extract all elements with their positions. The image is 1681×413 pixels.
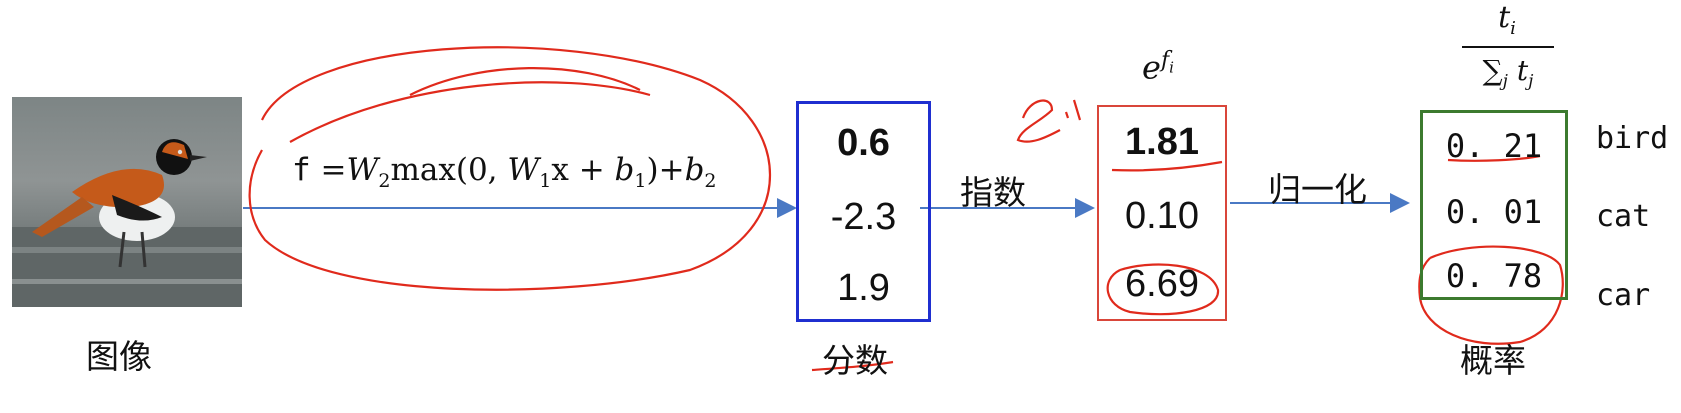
class-label: cat xyxy=(1596,199,1651,234)
exp-value: 1.81 xyxy=(1125,121,1199,163)
prob-value: 0. 21 xyxy=(1445,127,1543,165)
prob-header-tj-sub: j xyxy=(1528,71,1534,92)
formula-w1-sub: 1 xyxy=(539,170,552,193)
scores-label: 分数 xyxy=(822,341,888,380)
formula-w2-sub: 2 xyxy=(378,170,391,193)
exp-header-sub: i xyxy=(1169,58,1174,77)
exp-arrow-label: 指数 xyxy=(960,173,1026,212)
class-label: car xyxy=(1596,278,1651,313)
prob-header-sum: ∑ xyxy=(1482,54,1503,87)
formula-b1: b xyxy=(614,152,635,188)
bird-illustration xyxy=(12,139,242,307)
formula-b1-sub: 1 xyxy=(634,170,647,193)
exp-header-base: e xyxy=(1142,48,1161,87)
prob-value: 0. 78 xyxy=(1445,257,1543,295)
prob-value-underline xyxy=(1447,154,1541,162)
prob-header-i: i xyxy=(1510,18,1516,39)
score-value: -2.3 xyxy=(830,196,897,238)
exp-header-sup: f xyxy=(1160,48,1170,73)
handwritten-annotations xyxy=(248,46,1564,372)
formula-max: max(0, xyxy=(390,152,498,188)
bird-image xyxy=(12,97,242,307)
exp-value: 0.10 xyxy=(1125,195,1199,237)
score-label-underline xyxy=(811,360,894,372)
exp-value-underline xyxy=(1111,160,1223,172)
prob-value: 0. 01 xyxy=(1445,193,1543,231)
formula-w1: W xyxy=(507,152,540,188)
prob-header-numerator: ti xyxy=(1462,0,1552,39)
image-label: 图像 xyxy=(86,337,152,376)
formula-close: )+ xyxy=(646,152,685,188)
normalize-arrow-label: 归一化 xyxy=(1268,170,1367,209)
formula-w2: W xyxy=(346,152,379,188)
prob-label: 概率 xyxy=(1460,341,1526,380)
prob-value-circle xyxy=(1418,245,1564,345)
prob-header-tj: t xyxy=(1516,54,1529,87)
formula-lhs: f xyxy=(292,152,311,188)
prob-header-fraction-bar xyxy=(1462,46,1554,48)
formula-circle-annotation xyxy=(248,46,771,291)
network-formula: f =W2max(0, W1x + b1)+b2 xyxy=(292,152,717,192)
exp-scribble xyxy=(1016,99,1061,143)
scores-box: 0.6 -2.3 1.9 xyxy=(796,101,931,322)
exp-box: 1.81 0.10 6.69 xyxy=(1097,105,1227,321)
prob-header-j: j xyxy=(1502,71,1508,92)
formula-equals: = xyxy=(320,152,347,188)
class-label: bird xyxy=(1596,121,1669,156)
prob-header-denominator: ∑j tj xyxy=(1460,54,1556,92)
score-value: 1.9 xyxy=(837,267,890,309)
exp-value-circle xyxy=(1106,263,1220,316)
prob-header-t: t xyxy=(1498,0,1511,35)
formula-b2-sub: 2 xyxy=(704,170,717,193)
prob-box: 0. 21 0. 01 0. 78 xyxy=(1420,110,1568,300)
formula-x: x + xyxy=(551,152,605,188)
exp-value: 6.69 xyxy=(1125,263,1199,305)
exp-header: efi xyxy=(1142,48,1174,87)
score-value: 0.6 xyxy=(837,122,890,164)
formula-b2: b xyxy=(684,152,705,188)
